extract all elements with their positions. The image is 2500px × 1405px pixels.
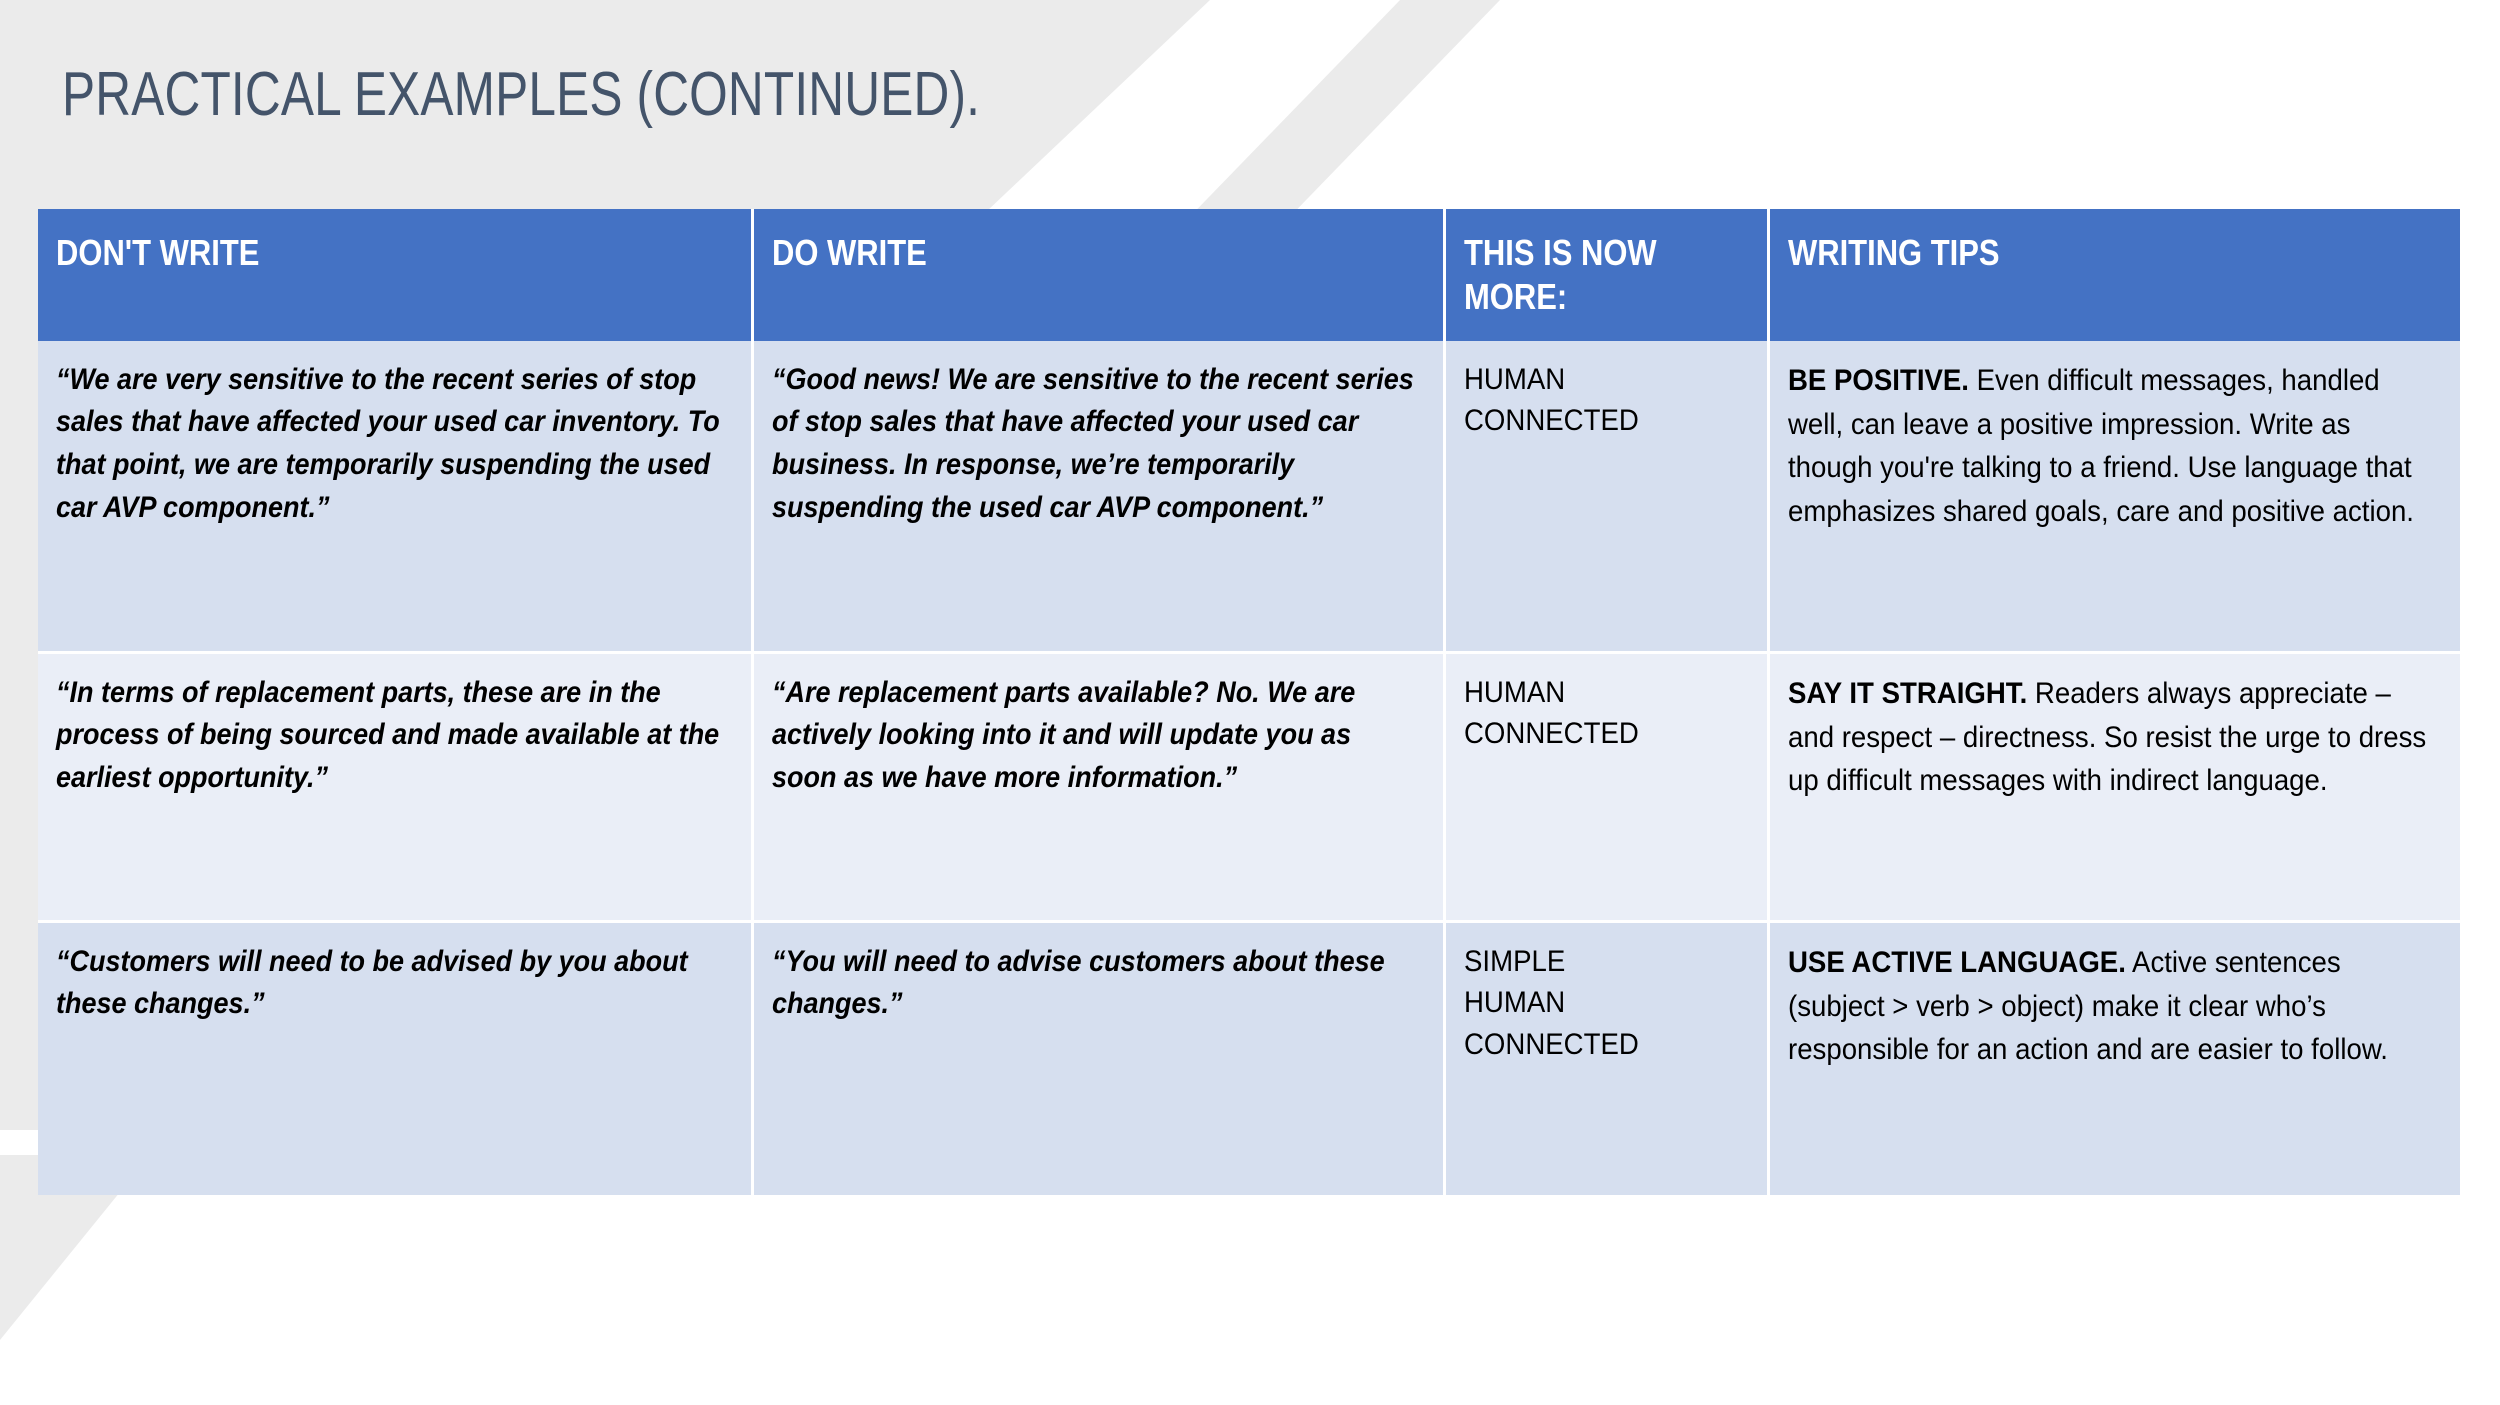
column-header-writing-tips: WRITING TIPS xyxy=(1770,209,2460,341)
page-title: PRACTICAL EXAMPLES (CONTINUED). xyxy=(62,60,981,129)
writing-tip-title: USE ACTIVE LANGUAGE. xyxy=(1788,945,2126,979)
header-row: DON'T WRITE DO WRITE THIS IS NOW MORE: W… xyxy=(38,209,2460,341)
column-header-dont-write: DON'T WRITE xyxy=(38,209,754,341)
writing-tip: SAY IT STRAIGHT. Readers always apprecia… xyxy=(1788,672,2434,803)
cell-this-is-now-more: HUMAN CONNECTED xyxy=(1446,340,1770,654)
cell-this-is-now-more: SIMPLE HUMAN CONNECTED xyxy=(1446,922,1770,1195)
dont-write-quote: “We are very sensitive to the recent ser… xyxy=(56,362,720,524)
table-row: “Customers will need to be advised by yo… xyxy=(38,922,2460,1195)
cell-dont-write: “In terms of replacement parts, these ar… xyxy=(38,653,754,923)
table-row: “In terms of replacement parts, these ar… xyxy=(38,653,2460,923)
column-header-this-is-now-more-label: THIS IS NOW MORE: xyxy=(1464,232,1657,317)
do-write-quote: “Good news! We are sensitive to the rece… xyxy=(772,362,1414,524)
column-header-do-write-label: DO WRITE xyxy=(772,232,927,273)
writing-tip-title: SAY IT STRAIGHT. xyxy=(1788,676,2028,710)
do-write-quote: “You will need to advise customers about… xyxy=(772,944,1385,1021)
writing-tip: USE ACTIVE LANGUAGE. Active sentences (s… xyxy=(1788,941,2434,1072)
tone-list: HUMAN CONNECTED xyxy=(1464,362,1639,438)
writing-tip: BE POSITIVE. Even difficult messages, ha… xyxy=(1788,359,2434,534)
cell-do-write: “Are replacement parts available? No. We… xyxy=(754,653,1446,923)
table-header: DON'T WRITE DO WRITE THIS IS NOW MORE: W… xyxy=(38,209,2460,341)
dont-write-quote: “Customers will need to be advised by yo… xyxy=(56,944,688,1021)
cell-writing-tip: USE ACTIVE LANGUAGE. Active sentences (s… xyxy=(1770,922,2460,1195)
cell-this-is-now-more: HUMAN CONNECTED xyxy=(1446,653,1770,923)
writing-tip-body: Active sentences (subject > verb > objec… xyxy=(1788,945,2388,1067)
cell-do-write: “Good news! We are sensitive to the rece… xyxy=(754,340,1446,654)
decor-band-lower-grey xyxy=(0,1155,150,1340)
writing-tip-body: Even difficult messages, handled well, c… xyxy=(1788,363,2414,529)
tone-list: SIMPLE HUMAN CONNECTED xyxy=(1464,944,1639,1061)
writing-tip-title: BE POSITIVE. xyxy=(1788,363,1969,397)
column-header-this-is-now-more: THIS IS NOW MORE: xyxy=(1446,209,1770,341)
cell-dont-write: “Customers will need to be advised by yo… xyxy=(38,922,754,1195)
dont-write-quote: “In terms of replacement parts, these ar… xyxy=(56,675,720,794)
cell-writing-tip: SAY IT STRAIGHT. Readers always apprecia… xyxy=(1770,653,2460,923)
column-header-dont-write-label: DON'T WRITE xyxy=(56,232,260,273)
cell-dont-write: “We are very sensitive to the recent ser… xyxy=(38,340,754,654)
practical-examples-table: DON'T WRITE DO WRITE THIS IS NOW MORE: W… xyxy=(38,209,2460,1195)
cell-writing-tip: BE POSITIVE. Even difficult messages, ha… xyxy=(1770,340,2460,654)
tone-list: HUMAN CONNECTED xyxy=(1464,675,1639,751)
column-header-writing-tips-label: WRITING TIPS xyxy=(1788,232,2000,273)
cell-do-write: “You will need to advise customers about… xyxy=(754,922,1446,1195)
do-write-quote: “Are replacement parts available? No. We… xyxy=(772,675,1356,794)
column-header-do-write: DO WRITE xyxy=(754,209,1446,341)
writing-tip-body: Readers always appreciate – and respect … xyxy=(1788,676,2427,798)
table-body: “We are very sensitive to the recent ser… xyxy=(38,340,2460,1195)
table-row: “We are very sensitive to the recent ser… xyxy=(38,340,2460,654)
